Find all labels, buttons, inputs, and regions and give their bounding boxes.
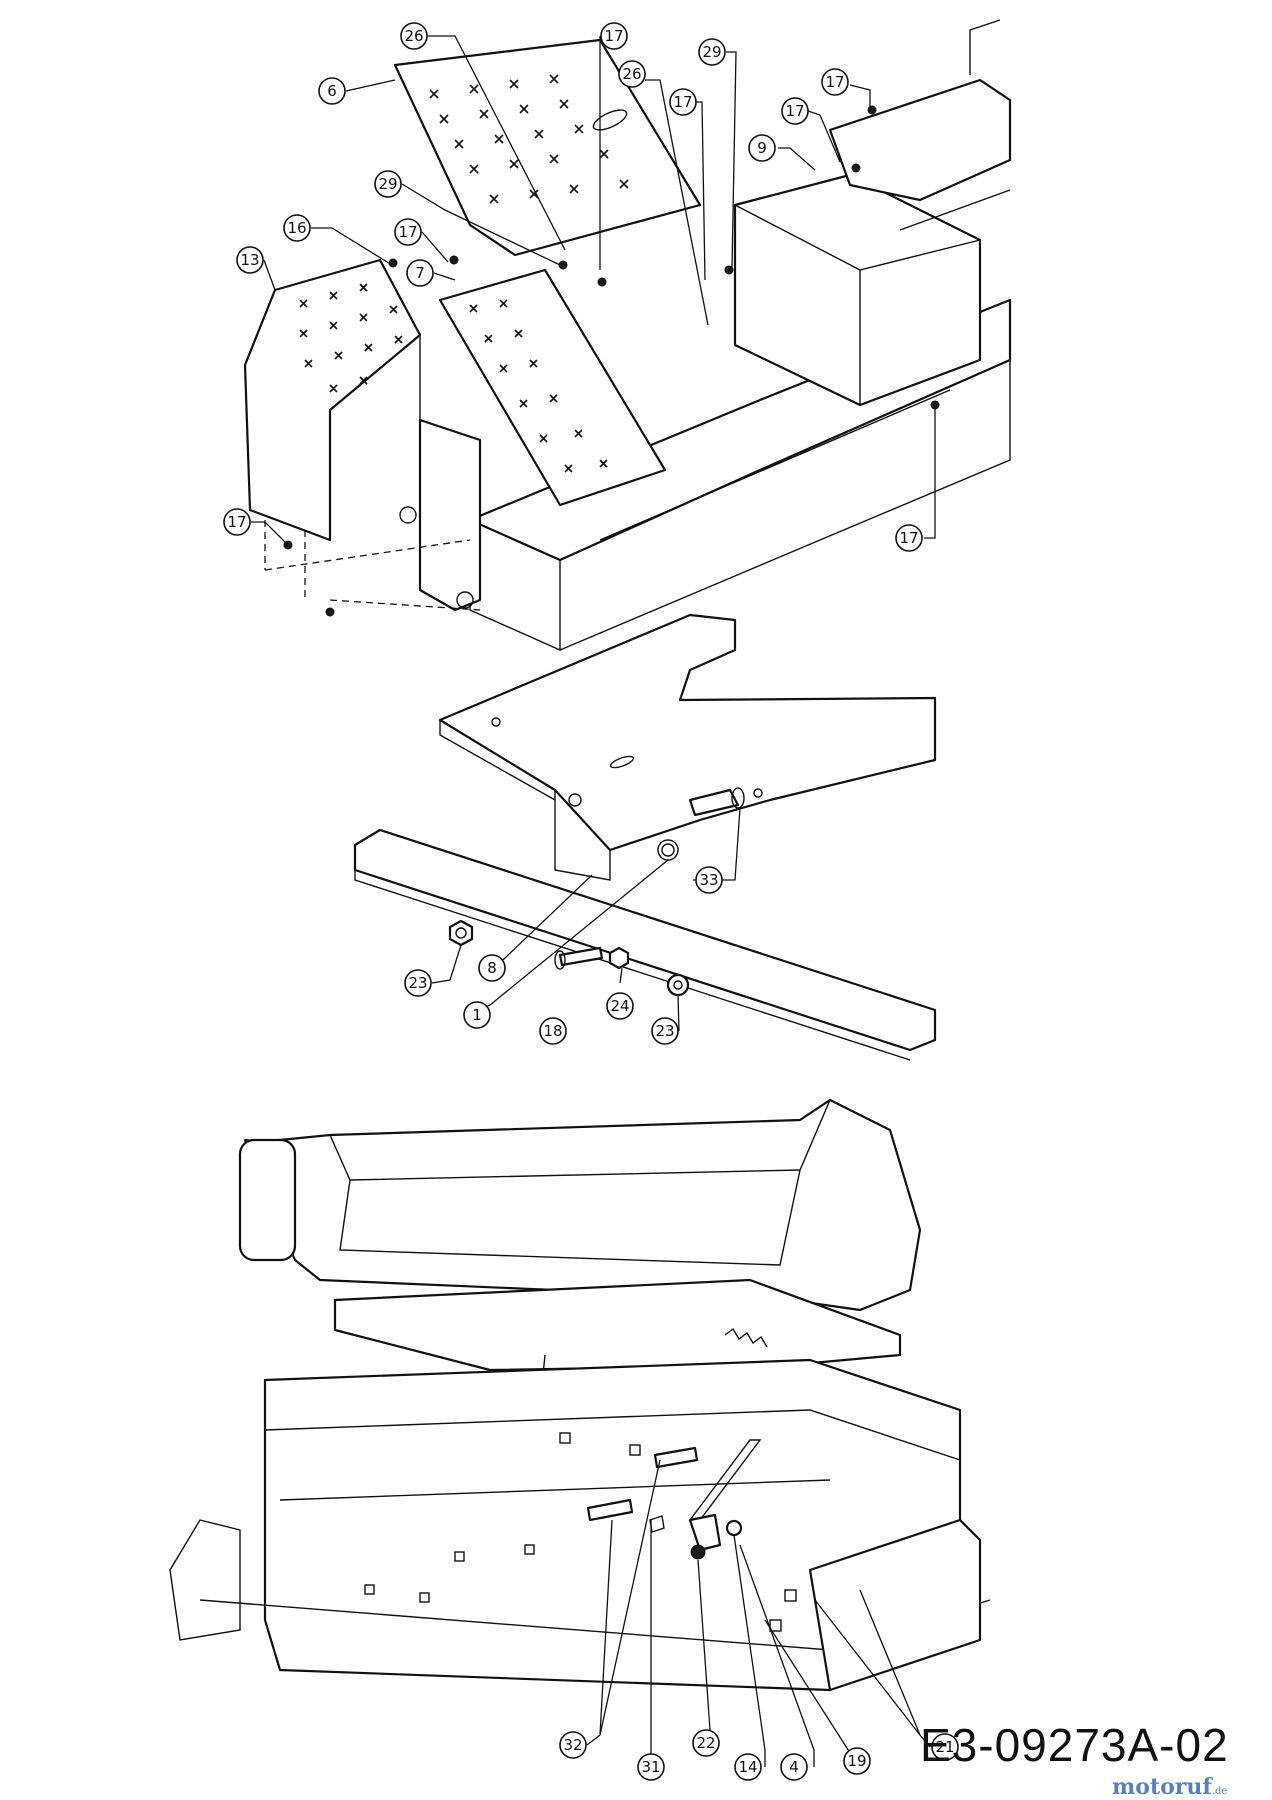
svg-text:33: 33 bbox=[699, 871, 718, 889]
svg-text:16: 16 bbox=[287, 219, 306, 237]
svg-text:26: 26 bbox=[404, 27, 423, 45]
svg-text:7: 7 bbox=[415, 264, 425, 282]
callouts-bottom: 32 31 22 14 4 19 21 bbox=[559, 1729, 959, 1781]
svg-text:9: 9 bbox=[757, 139, 767, 157]
callout-14: 14 bbox=[734, 1753, 762, 1781]
svg-text:23: 23 bbox=[408, 974, 427, 992]
plate-6-crosses bbox=[429, 74, 629, 204]
top-assembly bbox=[243, 19, 1012, 652]
svg-text:14: 14 bbox=[738, 1758, 757, 1776]
callout-24: 24 bbox=[606, 992, 634, 1020]
middle-assembly bbox=[353, 613, 937, 1061]
svg-text:29: 29 bbox=[702, 43, 721, 61]
svg-text:17: 17 bbox=[899, 529, 918, 547]
callout-33: 33 bbox=[695, 866, 723, 894]
cover-13-crosses bbox=[299, 283, 403, 393]
plate-7-crosses bbox=[469, 299, 608, 473]
svg-text:6: 6 bbox=[327, 82, 337, 100]
svg-text:32: 32 bbox=[563, 1736, 582, 1754]
callout-19: 19 bbox=[843, 1747, 871, 1775]
callout-17: 17 bbox=[669, 88, 697, 116]
svg-text:17: 17 bbox=[398, 223, 417, 241]
callout-17: 17 bbox=[600, 22, 628, 50]
callout-17: 17 bbox=[394, 218, 422, 246]
watermark-brand: motoruf bbox=[1112, 1774, 1212, 1800]
callout-26: 26 bbox=[400, 22, 428, 50]
callout-8: 8 bbox=[478, 954, 506, 982]
watermark-tld: .de bbox=[1211, 1786, 1228, 1797]
callout-26: 26 bbox=[618, 60, 646, 88]
bottom-assembly bbox=[169, 1098, 991, 1692]
callout-17: 17 bbox=[781, 97, 809, 125]
callout-17: 17 bbox=[821, 68, 849, 96]
svg-text:13: 13 bbox=[240, 251, 259, 269]
svg-text:8: 8 bbox=[487, 959, 497, 977]
svg-text:22: 22 bbox=[696, 1734, 715, 1752]
callouts-top: 26 17 6 26 29 17 17 17 9 29 16 17 13 7 1… bbox=[223, 22, 923, 552]
callout-1: 1 bbox=[463, 1001, 491, 1029]
watermark-logo: motoruf.de bbox=[1112, 1774, 1227, 1800]
svg-text:24: 24 bbox=[610, 997, 629, 1015]
svg-text:19: 19 bbox=[847, 1752, 866, 1770]
svg-text:4: 4 bbox=[789, 1758, 799, 1776]
callout-23: 23 bbox=[404, 969, 432, 997]
svg-text:29: 29 bbox=[378, 175, 397, 193]
callout-4: 4 bbox=[780, 1753, 808, 1781]
callout-7: 7 bbox=[406, 259, 434, 287]
callout-23: 23 bbox=[651, 1017, 679, 1045]
svg-text:17: 17 bbox=[227, 513, 246, 531]
callout-21: 21 bbox=[931, 1733, 959, 1761]
callout-17: 17 bbox=[223, 508, 251, 536]
svg-text:21: 21 bbox=[935, 1738, 954, 1756]
svg-text:17: 17 bbox=[825, 73, 844, 91]
svg-text:23: 23 bbox=[655, 1022, 674, 1040]
callout-31: 31 bbox=[637, 1753, 665, 1781]
callout-29: 29 bbox=[374, 170, 402, 198]
callout-29: 29 bbox=[698, 38, 726, 66]
callout-17: 17 bbox=[895, 524, 923, 552]
svg-text:17: 17 bbox=[673, 93, 692, 111]
callout-9: 9 bbox=[748, 134, 776, 162]
callout-13: 13 bbox=[236, 246, 264, 274]
svg-text:31: 31 bbox=[641, 1758, 660, 1776]
svg-text:1: 1 bbox=[472, 1006, 482, 1024]
callout-16: 16 bbox=[283, 214, 311, 242]
svg-text:17: 17 bbox=[785, 102, 804, 120]
drawing-number: E3-09273A-02 bbox=[920, 1719, 1229, 1771]
callout-18: 18 bbox=[539, 1017, 567, 1045]
svg-text:26: 26 bbox=[622, 65, 641, 83]
callout-32: 32 bbox=[559, 1731, 587, 1759]
callout-6: 6 bbox=[318, 77, 346, 105]
svg-text:17: 17 bbox=[604, 27, 623, 45]
svg-text:18: 18 bbox=[543, 1022, 562, 1040]
callouts-middle: 33 23 8 1 18 24 23 bbox=[404, 866, 723, 1045]
callout-22: 22 bbox=[692, 1729, 720, 1757]
